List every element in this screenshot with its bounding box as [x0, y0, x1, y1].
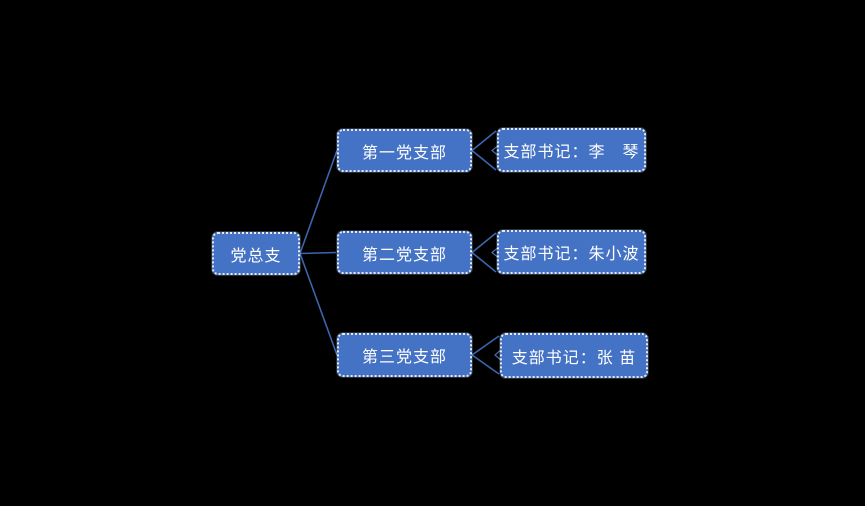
connector-root-branch2 — [299, 251, 337, 255]
node-branch-2[interactable]: 第二党支部 — [337, 231, 472, 274]
connector-root-branch3 — [299, 253, 338, 356]
connector-chevron-2 — [470, 232, 497, 273]
node-secretary-3-label: 支部书记：张 苗 — [511, 349, 637, 367]
connector-root-branch1 — [299, 150, 338, 254]
node-branch-1-label: 第一党支部 — [361, 144, 447, 162]
node-secretary-2[interactable]: 支部书记：朱小波 — [497, 230, 646, 274]
node-branch-2-label: 第二党支部 — [361, 246, 447, 264]
node-root[interactable]: 党总支 — [212, 232, 300, 275]
node-secretary-3[interactable]: 支部书记：张 苗 — [500, 333, 648, 378]
connector-chevron-1 — [470, 130, 497, 171]
node-branch-1[interactable]: 第一党支部 — [337, 129, 472, 172]
connector-chevron-3 — [470, 335, 500, 375]
node-root-label: 党总支 — [230, 247, 282, 265]
node-branch-3-label: 第三党支部 — [361, 349, 447, 366]
node-branch-3[interactable]: 第三党支部 — [337, 333, 472, 377]
node-secretary-1[interactable]: 支部书记：李 琴 — [497, 128, 646, 172]
node-secretary-1-label: 支部书记：李 琴 — [503, 144, 640, 161]
node-secretary-2-label: 支部书记：朱小波 — [503, 246, 640, 263]
